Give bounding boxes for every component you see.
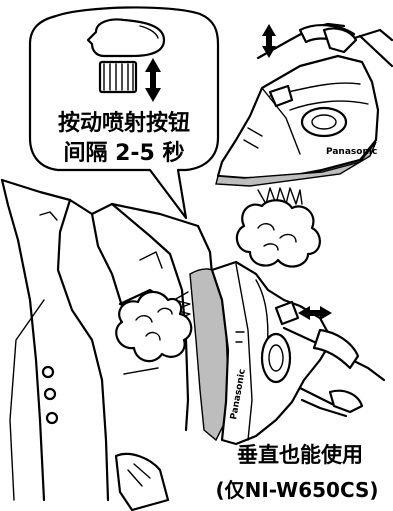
vertical-steam-iron: Panasonic bbox=[189, 260, 386, 446]
callout-line-2: 间隔 2-5 秒 bbox=[63, 141, 184, 166]
up-down-arrow-icon bbox=[145, 58, 161, 102]
jacket-illustration bbox=[0, 178, 216, 511]
top-iron-brand: Panasonic bbox=[326, 147, 377, 157]
steam-cloud-side bbox=[115, 290, 193, 363]
top-steam-iron: Panasonic bbox=[215, 22, 393, 187]
steam-cloud-top bbox=[235, 187, 321, 268]
speech-bubble bbox=[28, 6, 220, 220]
callout-line-1: 按动喷射按钮 bbox=[58, 110, 190, 136]
caption-line-2: (仅NI-W650CS) bbox=[215, 478, 378, 502]
horizontal-arrow-icon bbox=[298, 306, 332, 320]
vertical-arrow-icon bbox=[262, 24, 276, 58]
finger-press-icon bbox=[86, 18, 166, 94]
caption-line-1: 垂直也能使用 bbox=[237, 443, 363, 467]
